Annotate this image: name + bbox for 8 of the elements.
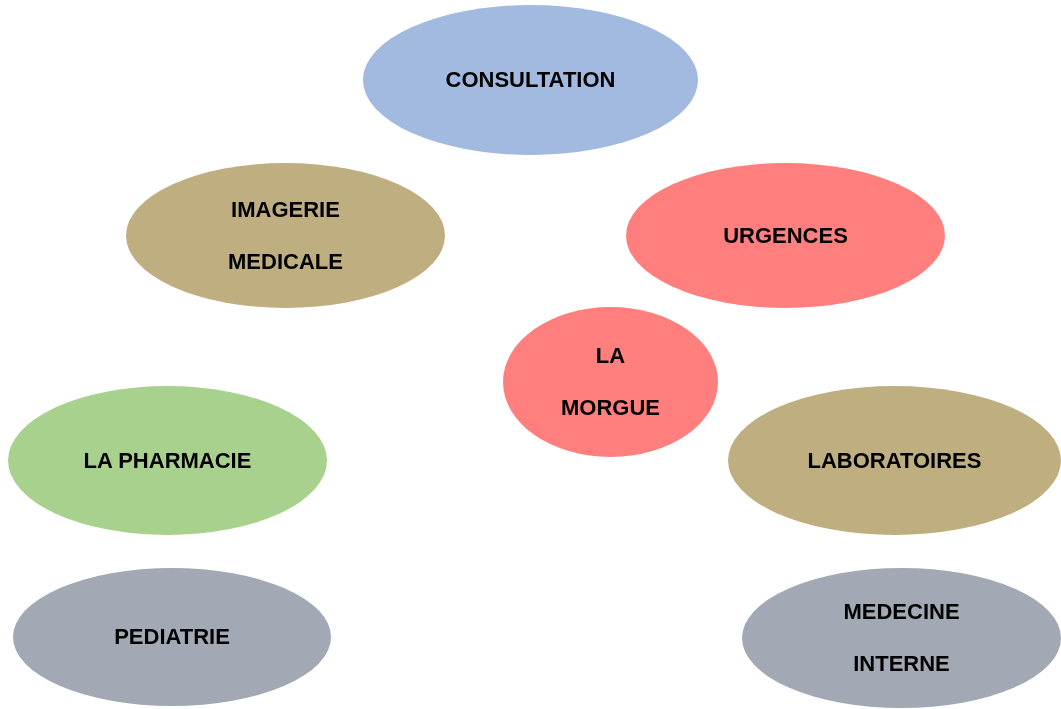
node-label: LABORATOIRES	[807, 446, 982, 475]
node-label: CONSULTATION	[445, 66, 616, 94]
node-label: IMAGERIE MEDICALE	[227, 195, 344, 276]
node-label: LA PHARMACIE	[83, 446, 252, 475]
node-label: PEDIATRIE	[114, 623, 230, 651]
node-label: MEDECINE INTERNE	[842, 598, 961, 678]
node-label: LA MORGUE	[560, 342, 661, 422]
node-label: URGENCES	[723, 221, 848, 250]
